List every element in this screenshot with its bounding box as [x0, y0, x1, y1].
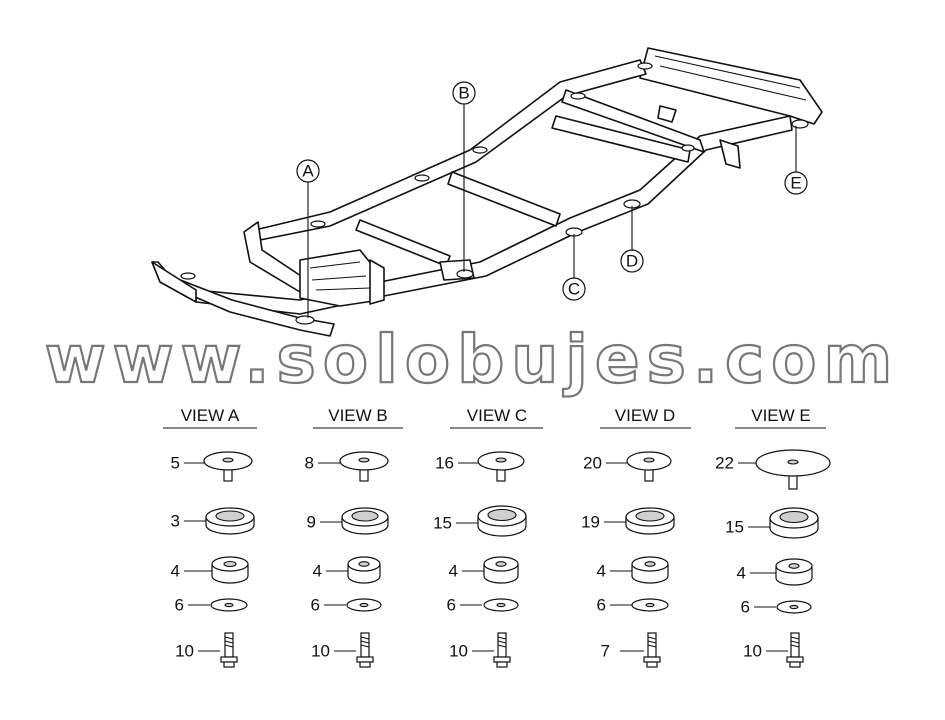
view-e-column: VIEW E 22 15 4 6 10	[715, 406, 831, 668]
view-b-part-3-number: 4	[313, 562, 322, 581]
view-e-part-5-number: 10	[743, 642, 762, 661]
part-washer-stud-icon	[477, 451, 525, 482]
view-a-title: VIEW A	[181, 406, 240, 425]
part-bolt-icon	[493, 632, 511, 668]
callout-a-letter: A	[302, 162, 314, 181]
part-lower-cushion-icon	[631, 556, 669, 584]
part-upper-cushion-icon	[205, 507, 255, 535]
part-lower-cushion-icon	[211, 556, 249, 584]
part-bolt-icon	[643, 632, 661, 668]
callout-e-letter: E	[790, 174, 801, 193]
view-a-part-1-number: 5	[171, 454, 180, 473]
callout-d: D	[620, 206, 644, 273]
view-c-part-3-number: 4	[449, 562, 458, 581]
part-washer-stud-icon	[626, 451, 672, 482]
part-bolt-icon	[356, 632, 374, 668]
view-c-part-1-number: 16	[435, 454, 454, 473]
callout-c: C	[562, 234, 586, 301]
part-flat-washer-icon	[776, 600, 812, 614]
part-upper-cushion-icon	[341, 507, 389, 535]
part-flat-washer-icon	[631, 598, 669, 612]
view-c-part-2-number: 15	[433, 514, 452, 533]
view-a-part-5-number: 10	[175, 642, 194, 661]
view-b-column: VIEW B 8 9 4 6 10	[305, 406, 403, 668]
part-flat-washer-icon	[483, 598, 519, 612]
view-a-part-4-number: 6	[175, 596, 184, 615]
part-flat-washer-icon	[346, 598, 382, 612]
view-e-part-2-number: 15	[725, 518, 744, 537]
callout-a: A	[296, 159, 320, 318]
view-d-part-4-number: 6	[597, 596, 606, 615]
part-upper-cushion-icon	[477, 505, 527, 537]
callout-b-letter: B	[458, 84, 469, 103]
part-upper-cushion-icon	[769, 507, 819, 539]
part-washer-stud-icon	[203, 451, 253, 482]
view-a-part-2-number: 3	[171, 512, 180, 531]
view-a-column: VIEW A 5 3 4 6	[163, 406, 257, 668]
view-b-part-1-number: 8	[305, 454, 314, 473]
view-b-part-5-number: 10	[311, 642, 330, 661]
callout-b: B	[452, 81, 476, 272]
view-e-part-3-number: 4	[737, 564, 746, 583]
part-flat-washer-icon	[210, 598, 248, 612]
view-b-part-4-number: 6	[311, 596, 320, 615]
view-d-column: VIEW D 20 19 4 6 7	[581, 406, 691, 668]
part-bolt-icon	[220, 632, 238, 668]
view-b-title: VIEW B	[328, 406, 388, 425]
view-e-title: VIEW E	[751, 406, 811, 425]
part-lower-cushion-icon	[775, 558, 813, 586]
part-bolt-icon	[786, 632, 804, 668]
vehicle-frame-drawing	[151, 47, 823, 337]
view-e-part-4-number: 6	[741, 598, 750, 617]
view-b-part-2-number: 9	[307, 513, 316, 532]
view-c-title: VIEW C	[467, 406, 527, 425]
view-d-part-3-number: 4	[597, 562, 606, 581]
part-lower-cushion-icon	[483, 556, 519, 584]
view-a-part-3-number: 4	[171, 562, 180, 581]
callout-d-letter: D	[626, 252, 638, 271]
view-c-column: VIEW C 16 15 4 6 10	[433, 406, 543, 668]
view-e-part-1-number: 22	[715, 454, 734, 473]
view-d-title: VIEW D	[615, 406, 675, 425]
part-large-washer-stud-icon	[755, 449, 831, 490]
callout-c-letter: C	[568, 280, 580, 299]
view-d-part-1-number: 20	[583, 454, 602, 473]
view-c-part-5-number: 10	[449, 642, 468, 661]
part-upper-cushion-icon	[625, 507, 675, 535]
part-washer-stud-icon	[339, 451, 389, 482]
callout-e: E	[784, 126, 808, 195]
watermark-text: www.solobujes.com	[45, 321, 900, 398]
view-d-part-5-number: 7	[601, 642, 610, 661]
view-c-part-4-number: 6	[447, 596, 456, 615]
view-d-part-2-number: 19	[581, 513, 600, 532]
part-lower-cushion-icon	[347, 556, 381, 584]
